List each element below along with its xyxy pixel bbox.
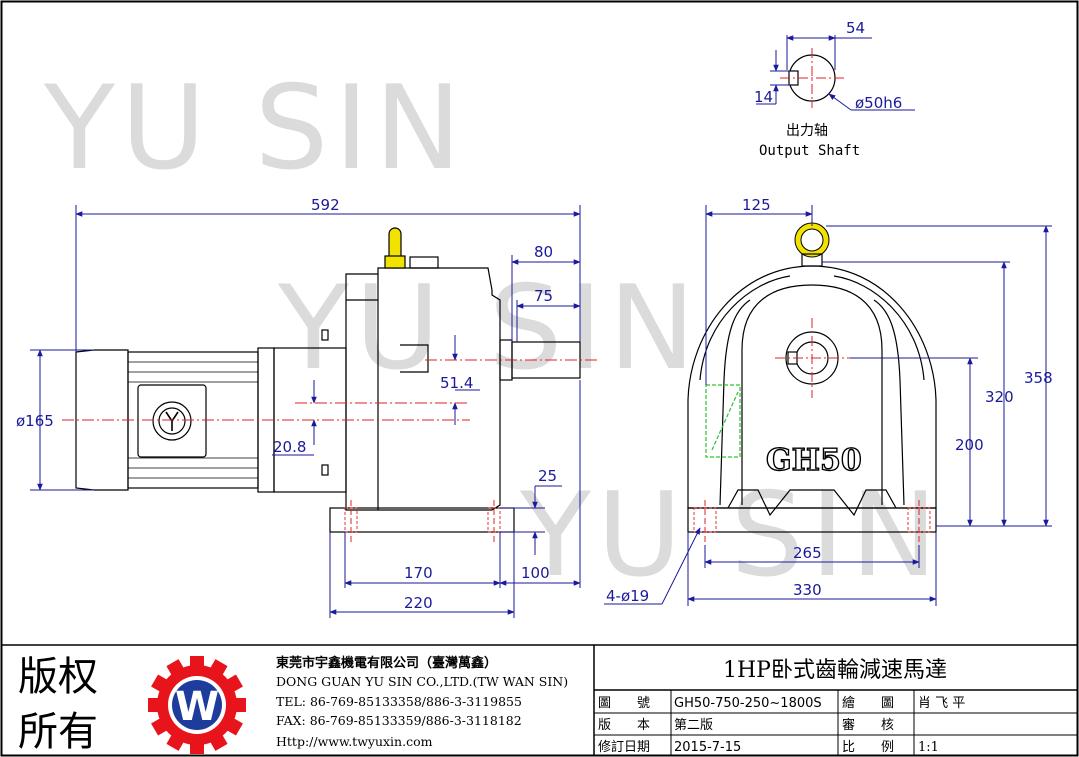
dim-front-358: 358: [1024, 369, 1053, 387]
front-base: [687, 507, 937, 533]
dim-shaft-80: 80: [534, 243, 553, 261]
model-casting-text: GH50: [766, 443, 862, 478]
company-fax: FAX: 86-769-85133359/886-3-3118182: [276, 713, 522, 728]
dim-front-200: 200: [955, 436, 984, 454]
row-scale-label: 比 例: [842, 740, 894, 755]
front-view: [687, 222, 937, 545]
dim-shaft-width: 54: [846, 19, 865, 37]
copyright-line1: 版权: [18, 654, 98, 700]
dim-overall-length: 592: [311, 196, 340, 214]
logo-letter: W: [175, 684, 219, 730]
product-title: 1HP卧式齒輪減速馬達: [723, 658, 947, 683]
dim-offset-514: 51.4: [440, 374, 473, 392]
watermark-bottom-right: YU SIN: [519, 468, 943, 603]
row-drawing-no-value: GH50-750-250~1800S: [674, 696, 822, 711]
dim-shaft-75: 75: [534, 287, 553, 305]
dim-offset-208: 20.8: [273, 438, 306, 456]
company-web: Http://www.twyuxin.com: [276, 734, 433, 749]
shaft-label-en: Output Shaft: [759, 143, 860, 159]
gearbox-housing: [345, 267, 501, 511]
hidden-feature: [705, 384, 741, 458]
shaft-label-cn: 出力轴: [786, 123, 828, 139]
dim-front-holes: 4-ø19: [606, 587, 649, 605]
company-name-cn: 東莞市宇鑫機電有限公司（臺灣萬鑫）: [276, 655, 497, 671]
company-tel: TEL: 86-769-85133358/886-3-3119855: [276, 694, 522, 709]
row-version-label: 版 本: [598, 718, 650, 733]
row-drawn-by-value: 肖 飞 平: [918, 696, 965, 711]
side-view-dimensions: [30, 205, 581, 618]
company-name-en: DONG GUAN YU SIN CO.,LTD.(TW WAN SIN): [276, 674, 568, 689]
dim-front-320: 320: [985, 388, 1014, 406]
row-drawing-no-label: 圖 號: [598, 696, 650, 711]
row-drawn-by-label: 繪 圖: [842, 695, 894, 711]
eyebolt-front: [795, 223, 829, 257]
gearbox-foot: [329, 507, 515, 533]
dim-front-330: 330: [793, 581, 822, 599]
row-scale-value: 1:1: [918, 740, 939, 755]
watermark-center: YU SIN: [277, 261, 701, 396]
row-revision-date-label: 修訂日期: [598, 739, 650, 755]
side-view: [62, 227, 600, 545]
company-logo: W: [148, 656, 246, 754]
dim-front-265: 265: [793, 544, 822, 562]
dim-motor-diameter: ø165: [16, 412, 54, 430]
front-housing: [687, 265, 937, 509]
motor-logo: [152, 401, 192, 441]
dim-shaft-key: 14: [754, 88, 773, 106]
dim-foot-25: 25: [538, 467, 557, 485]
row-version-value: 第二版: [674, 718, 713, 733]
row-review-label: 審 核: [842, 718, 894, 733]
watermark-top-left: YU SIN: [43, 61, 467, 196]
dim-foot-220: 220: [404, 594, 433, 612]
dim-front-125: 125: [742, 196, 771, 214]
watermarks: YU SIN YU SIN YU SIN: [43, 61, 943, 603]
dim-shaft-diameter: ø50h6: [855, 94, 902, 112]
output-shaft-detail: [756, 35, 915, 111]
copyright-line2: 所有: [18, 709, 98, 755]
dim-foot-170: 170: [404, 564, 433, 582]
row-revision-date-value: 2015-7-15: [674, 740, 741, 755]
front-view-dimensions: [604, 205, 1052, 606]
title-block: [1, 644, 1077, 755]
dim-foot-100: 100: [521, 564, 550, 582]
